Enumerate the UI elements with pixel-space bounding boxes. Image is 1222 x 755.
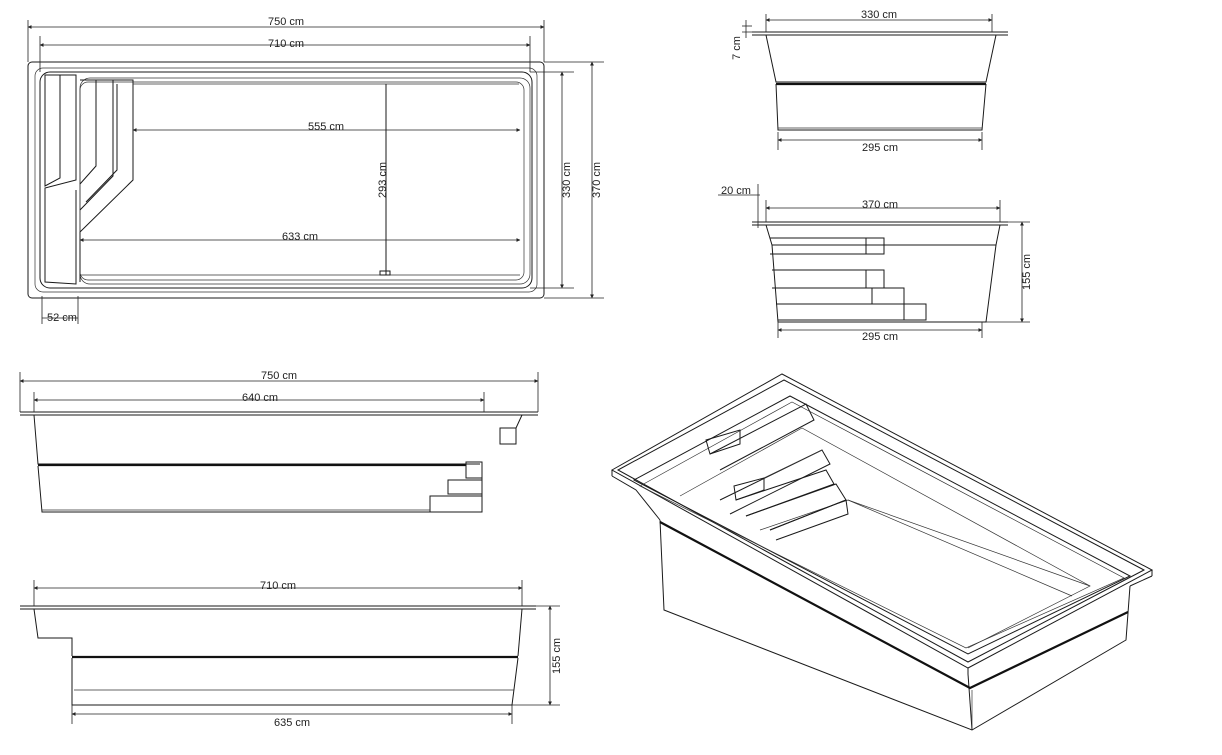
iso-body-corner [967, 673, 973, 731]
plan-drain [379, 270, 391, 276]
side1-step-1 [465, 461, 483, 479]
end-section-steps: 370 cm 20 cm 155 cm 295 cm [718, 184, 1033, 343]
iso-step-2 [719, 449, 831, 515]
plan-outer-rim [27, 61, 545, 299]
top-plan-view: 750 cm 710 cm 555 cm 633 cm 293 cm 330 c… [27, 16, 604, 324]
end1-lower-wall [775, 83, 987, 131]
dim-end2-bottom-width: 295 cm [862, 331, 898, 343]
plan-step-1 [44, 74, 77, 285]
dim-side2-bottom-length: 635 cm [274, 717, 310, 729]
dim-floor-width: 293 cm [377, 162, 389, 198]
dim-side2-top-length: 710 cm [260, 580, 296, 592]
plan-step-4 [79, 79, 134, 233]
end2-step-3 [776, 287, 873, 305]
iso-step-bench [705, 429, 741, 455]
end2-step-2-cap [865, 269, 885, 289]
dim-inner-length: 710 cm [268, 38, 304, 50]
plan-bench-left [44, 74, 61, 187]
dim-outer-width: 370 cm [591, 162, 603, 198]
plan-inner-wall [39, 71, 533, 289]
iso-step-3 [735, 469, 835, 517]
iso-band [659, 521, 1129, 690]
dim-end2-depth: 155 cm [1021, 254, 1033, 290]
end2-step-1-cap [865, 237, 885, 255]
side-section-lower: 710 cm 155 cm 635 cm [20, 580, 563, 729]
dim-end1-top-width: 330 cm [861, 9, 897, 21]
iso-corner-left [611, 475, 661, 521]
side-section-upper: 750 cm 640 cm [19, 370, 539, 513]
end-section-narrow: 330 cm 7 cm 295 cm [731, 9, 1008, 154]
plan-step-2 [79, 79, 97, 185]
iso-step-1 [709, 403, 815, 471]
end1-upper-wall [765, 34, 997, 83]
iso-body [659, 519, 1131, 731]
dim-end2-top-width: 370 cm [862, 199, 898, 211]
plan-step-4b [85, 84, 118, 203]
iso-inner-edge [632, 395, 1132, 655]
dim-side1-inner-length: 640 cm [242, 392, 278, 404]
end2-step-1 [770, 237, 867, 255]
plan-inner-wall-2 [79, 77, 531, 285]
side1-step-3 [429, 495, 483, 513]
dim-side1-outer-length: 750 cm [261, 370, 297, 382]
side1-step-2 [447, 479, 483, 495]
dim-end2-rim: 20 cm [721, 185, 751, 197]
end2-step-2 [772, 269, 867, 289]
end2-step-3-cap [871, 287, 905, 305]
plan-rim-inner-edge [34, 67, 538, 293]
dim-end1-rim: 7 cm [731, 36, 743, 60]
iso-rim-outer [610, 373, 1154, 669]
dim-base-length: 633 cm [282, 231, 318, 243]
iso-step-5 [769, 499, 849, 541]
plan-floor-edge [79, 81, 525, 281]
dim-end1-bottom-width: 295 cm [862, 142, 898, 154]
end2-step-4-cap [903, 303, 927, 321]
dim-step-width: 52 cm [47, 312, 77, 324]
dim-side2-depth: 155 cm [551, 638, 563, 674]
end2-step-4 [776, 303, 905, 321]
iso-step-block [733, 477, 765, 501]
dim-floor-length: 555 cm [308, 121, 344, 133]
dim-outer-length: 750 cm [268, 16, 304, 28]
plan-step-3 [79, 79, 114, 211]
isometric-view [610, 373, 1154, 731]
dim-inner-width: 330 cm [561, 162, 573, 198]
